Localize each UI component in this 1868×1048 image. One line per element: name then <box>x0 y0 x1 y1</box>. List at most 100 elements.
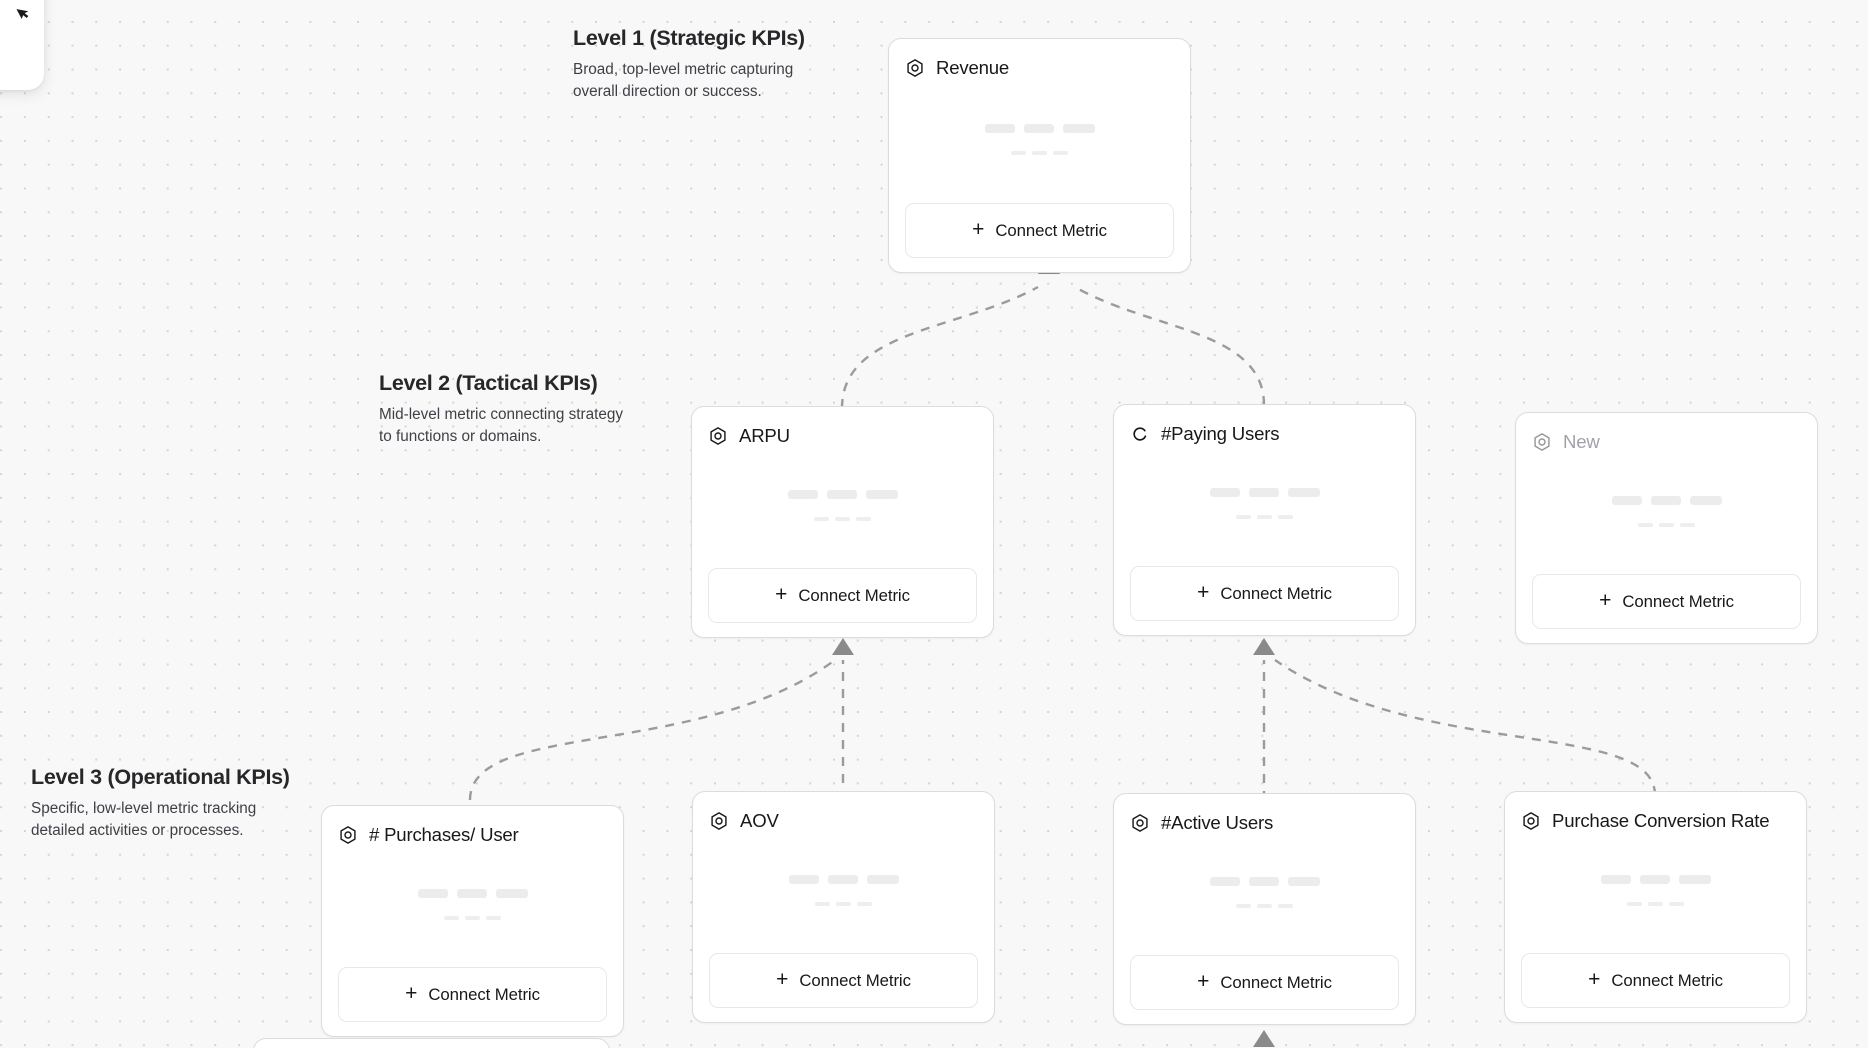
connect-metric-label: Connect Metric <box>798 585 910 605</box>
connect-metric-button[interactable]: + Connect Metric <box>1521 953 1790 1008</box>
level-2-description: Mid-level metric connecting strategy to … <box>379 406 623 445</box>
metric-card-arpu[interactable]: ARPU + Connect Metric <box>691 406 994 638</box>
plus-icon: + <box>972 218 985 241</box>
skeleton-row-primary <box>788 875 899 884</box>
hexagon-metric-icon <box>907 59 923 77</box>
hexagon-metric-icon <box>710 427 726 445</box>
level-1-label: Level 1 (Strategic KPIs) Broad, top-leve… <box>573 26 823 102</box>
skeleton-bar <box>1287 877 1320 886</box>
card-title: New <box>1563 431 1600 452</box>
skeleton-bar <box>1236 515 1251 519</box>
connect-metric-button[interactable]: + Connect Metric <box>709 953 978 1008</box>
card-header: Revenue <box>905 55 1174 81</box>
arrowhead-arpu <box>832 638 854 655</box>
skeleton-bar <box>1689 496 1722 505</box>
connect-metric-label: Connect Metric <box>1611 970 1723 990</box>
card-header: Purchase Conversion Rate <box>1521 808 1790 834</box>
skeleton-bar <box>1248 488 1279 497</box>
connect-metric-button[interactable]: + Connect Metric <box>1130 566 1399 621</box>
connect-metric-button[interactable]: + Connect Metric <box>708 568 977 623</box>
edge-arpu-to-revenue <box>840 285 1039 409</box>
card-placeholder-body <box>1130 447 1399 566</box>
connect-metric-label: Connect Metric <box>995 220 1107 240</box>
hexagon-metric-icon <box>1132 814 1148 832</box>
skeleton-bar <box>444 916 459 920</box>
skeleton-bar <box>1236 904 1251 908</box>
card-placeholder-body <box>338 848 607 967</box>
skeleton-row-secondary <box>1236 904 1293 908</box>
connect-metric-button[interactable]: + Connect Metric <box>338 967 607 1022</box>
skeleton-bar <box>1600 875 1631 884</box>
skeleton-row-secondary <box>815 902 872 906</box>
hexagon-metric-icon <box>340 826 356 844</box>
skeleton-bar <box>815 902 830 906</box>
card-title: Purchase Conversion Rate <box>1552 810 1770 831</box>
metric-card-purchases-per-user[interactable]: # Purchases/ User + Connect Metric <box>321 805 624 1037</box>
metric-card-offscreen-bottom[interactable] <box>253 1038 610 1048</box>
skeleton-row-primary <box>984 123 1095 133</box>
skeleton-bar <box>417 889 448 898</box>
skeleton-bar <box>456 889 487 898</box>
skeleton-bar <box>856 517 871 521</box>
hexagon-metric-icon <box>711 812 727 830</box>
level-3-label: Level 3 (Operational KPIs) Specific, low… <box>31 765 301 841</box>
level-2-label: Level 2 (Tactical KPIs) Mid-level metric… <box>379 371 634 447</box>
skeleton-row-primary <box>1209 488 1320 497</box>
skeleton-row-secondary <box>444 916 501 920</box>
skeleton-row-primary <box>787 490 898 499</box>
skeleton-bar <box>1032 150 1047 155</box>
connect-metric-label: Connect Metric <box>799 970 911 990</box>
skeleton-bar <box>836 902 851 906</box>
connect-metric-button[interactable]: + Connect Metric <box>905 203 1174 258</box>
skeleton-row-primary <box>417 889 528 898</box>
plus-icon: + <box>775 583 788 606</box>
skeleton-bar <box>857 902 872 906</box>
floating-toolbar-panel[interactable] <box>0 0 44 90</box>
metric-card-purchase-conversion-rate[interactable]: Purchase Conversion Rate + Connect Metri… <box>1504 791 1807 1023</box>
arrowhead-active-users <box>1253 1030 1275 1047</box>
metric-card-revenue[interactable]: Revenue + Connect Metric <box>888 38 1191 273</box>
skeleton-bar <box>1659 523 1674 527</box>
connect-metric-button[interactable]: + Connect Metric <box>1130 955 1399 1010</box>
skeleton-bar <box>1650 496 1681 505</box>
skeleton-bar <box>1678 875 1711 884</box>
skeleton-bar <box>1257 904 1272 908</box>
level-2-title: Level 2 (Tactical KPIs) <box>379 371 598 395</box>
plus-icon: + <box>1197 581 1210 604</box>
skeleton-bar <box>1209 488 1240 497</box>
skeleton-bar <box>826 490 857 499</box>
metric-card-paying-users[interactable]: #Paying Users + Connect Metric <box>1113 404 1416 636</box>
metric-card-aov[interactable]: AOV + Connect Metric <box>692 791 995 1023</box>
card-title: #Paying Users <box>1161 423 1280 444</box>
edge-purchases-to-arpu <box>468 659 836 801</box>
connect-metric-label: Connect Metric <box>1220 583 1332 603</box>
skeleton-row-primary <box>1209 877 1320 886</box>
plus-icon: + <box>1197 970 1210 993</box>
skeleton-bar <box>1209 877 1240 886</box>
connect-metric-label: Connect Metric <box>1220 972 1332 992</box>
card-placeholder-body <box>1130 836 1399 955</box>
skeleton-bar <box>1278 515 1293 519</box>
skeleton-bar <box>1680 523 1695 527</box>
skeleton-bar <box>835 517 850 521</box>
card-header: #Paying Users <box>1130 421 1399 447</box>
skeleton-bar <box>787 490 818 499</box>
skeleton-bar <box>1287 488 1320 497</box>
skeleton-bar <box>1638 523 1653 527</box>
metric-card-active-users[interactable]: #Active Users + Connect Metric <box>1113 793 1416 1025</box>
hexagon-metric-icon <box>1523 812 1539 830</box>
card-placeholder-body <box>709 834 978 953</box>
card-placeholder-body <box>1532 455 1801 574</box>
skeleton-bar <box>1611 496 1642 505</box>
connect-metric-button[interactable]: + Connect Metric <box>1532 574 1801 629</box>
plus-icon: + <box>405 982 418 1005</box>
skeleton-bar <box>1248 877 1279 886</box>
card-title: Revenue <box>936 57 1010 78</box>
skeleton-bar <box>1257 515 1272 519</box>
card-header: # Purchases/ User <box>338 822 607 848</box>
level-1-description: Broad, top-level metric capturing overal… <box>573 61 794 100</box>
metric-card-new[interactable]: New + Connect Metric <box>1515 412 1818 644</box>
level-3-description: Specific, low-level metric tracking deta… <box>31 800 257 839</box>
skeleton-bar <box>1023 123 1054 133</box>
